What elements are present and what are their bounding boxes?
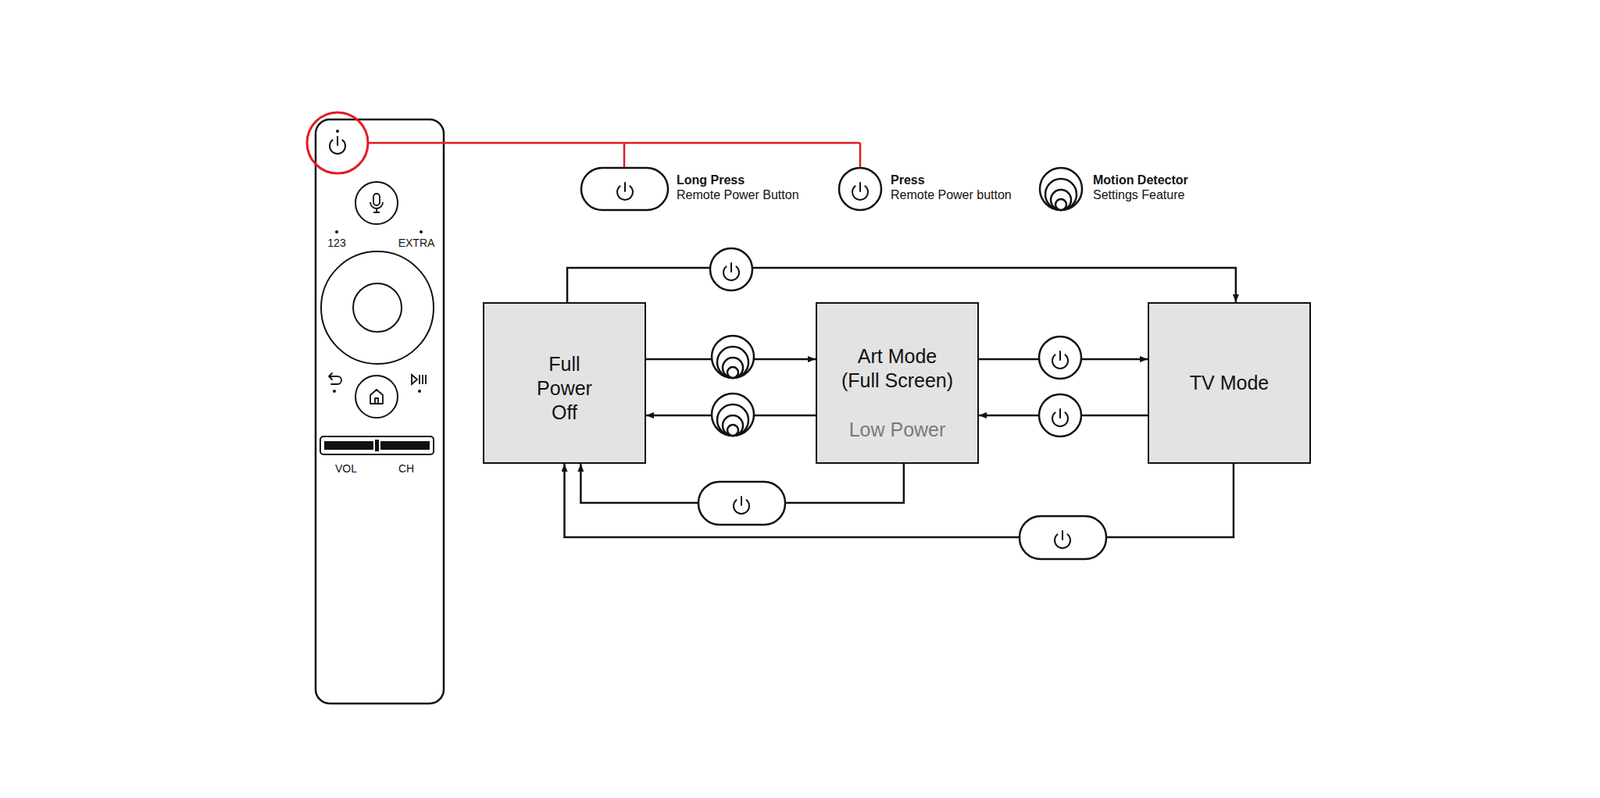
legend-subtext: Remote Power Button bbox=[676, 187, 800, 203]
highlight-circle bbox=[307, 112, 368, 174]
indicator-dot bbox=[332, 389, 336, 393]
long-press-symbol bbox=[698, 482, 786, 525]
transition-arrow bbox=[978, 414, 1148, 418]
button-label: 123 bbox=[327, 235, 346, 251]
state-name: Art Mode (Full Screen) bbox=[838, 344, 958, 393]
motion-detector-symbol bbox=[711, 335, 754, 379]
rocker-band bbox=[380, 441, 430, 450]
state-note: Low Power bbox=[823, 417, 972, 443]
power-icon bbox=[723, 263, 740, 281]
transition-arrow bbox=[580, 464, 904, 504]
legend-subtext: Settings Feature bbox=[1092, 187, 1185, 203]
volume-channel-rocker bbox=[320, 436, 434, 455]
press-symbol bbox=[710, 248, 753, 291]
transition-arrow bbox=[564, 464, 1234, 538]
button-label: EXTRA bbox=[398, 235, 436, 251]
indicator-dot bbox=[417, 389, 422, 393]
direction-ring bbox=[321, 251, 434, 365]
power-icon bbox=[1052, 409, 1068, 427]
power-icon bbox=[617, 182, 633, 200]
power-icon bbox=[1054, 531, 1071, 549]
home-button bbox=[355, 375, 398, 418]
back-icon bbox=[328, 373, 342, 385]
play-pause-icon bbox=[411, 375, 426, 385]
transition-arrow bbox=[646, 358, 816, 361]
indicator-dot bbox=[335, 230, 339, 234]
mic-icon bbox=[370, 202, 383, 213]
transition-arrow bbox=[646, 414, 816, 418]
rocker-band bbox=[324, 441, 374, 450]
press-sample bbox=[839, 167, 882, 211]
legend-text: Motion Detector bbox=[1092, 172, 1189, 188]
state-box: Full Power Off bbox=[482, 302, 647, 465]
power-icon bbox=[733, 496, 750, 515]
leader-line bbox=[367, 142, 861, 168]
home-icon bbox=[370, 389, 383, 404]
press-symbol bbox=[1039, 336, 1082, 379]
remote-body bbox=[315, 119, 444, 704]
button-label: CH bbox=[398, 461, 415, 477]
transition-arrow bbox=[567, 267, 1236, 303]
legend-text: Long Press bbox=[676, 172, 745, 188]
transition-arrow bbox=[978, 358, 1148, 361]
legend-text: Press bbox=[890, 172, 925, 188]
long-press-sample bbox=[581, 167, 668, 211]
indicator-dot bbox=[419, 230, 423, 234]
press-symbol bbox=[1039, 394, 1082, 437]
state-box: TV Mode bbox=[1147, 302, 1311, 465]
motion-detector-symbol bbox=[711, 393, 754, 436]
mic-icon bbox=[373, 193, 380, 206]
power-icon bbox=[852, 182, 868, 200]
mic-button bbox=[355, 182, 398, 225]
power-icon bbox=[1052, 351, 1068, 369]
long-press-symbol bbox=[1019, 516, 1107, 560]
rocker-divider bbox=[375, 439, 379, 452]
power-icon bbox=[329, 136, 346, 154]
legend-subtext: Remote Power button bbox=[890, 187, 1012, 203]
state-box: Art Mode (Full Screen) Low Power bbox=[815, 302, 979, 465]
select-button bbox=[353, 283, 402, 333]
motion-detector-sample bbox=[1039, 167, 1083, 211]
state-name: TV Mode bbox=[1155, 371, 1304, 396]
state-name: Full Power Off bbox=[529, 352, 600, 425]
button-label: VOL bbox=[335, 461, 358, 477]
indicator-dot bbox=[335, 129, 340, 133]
